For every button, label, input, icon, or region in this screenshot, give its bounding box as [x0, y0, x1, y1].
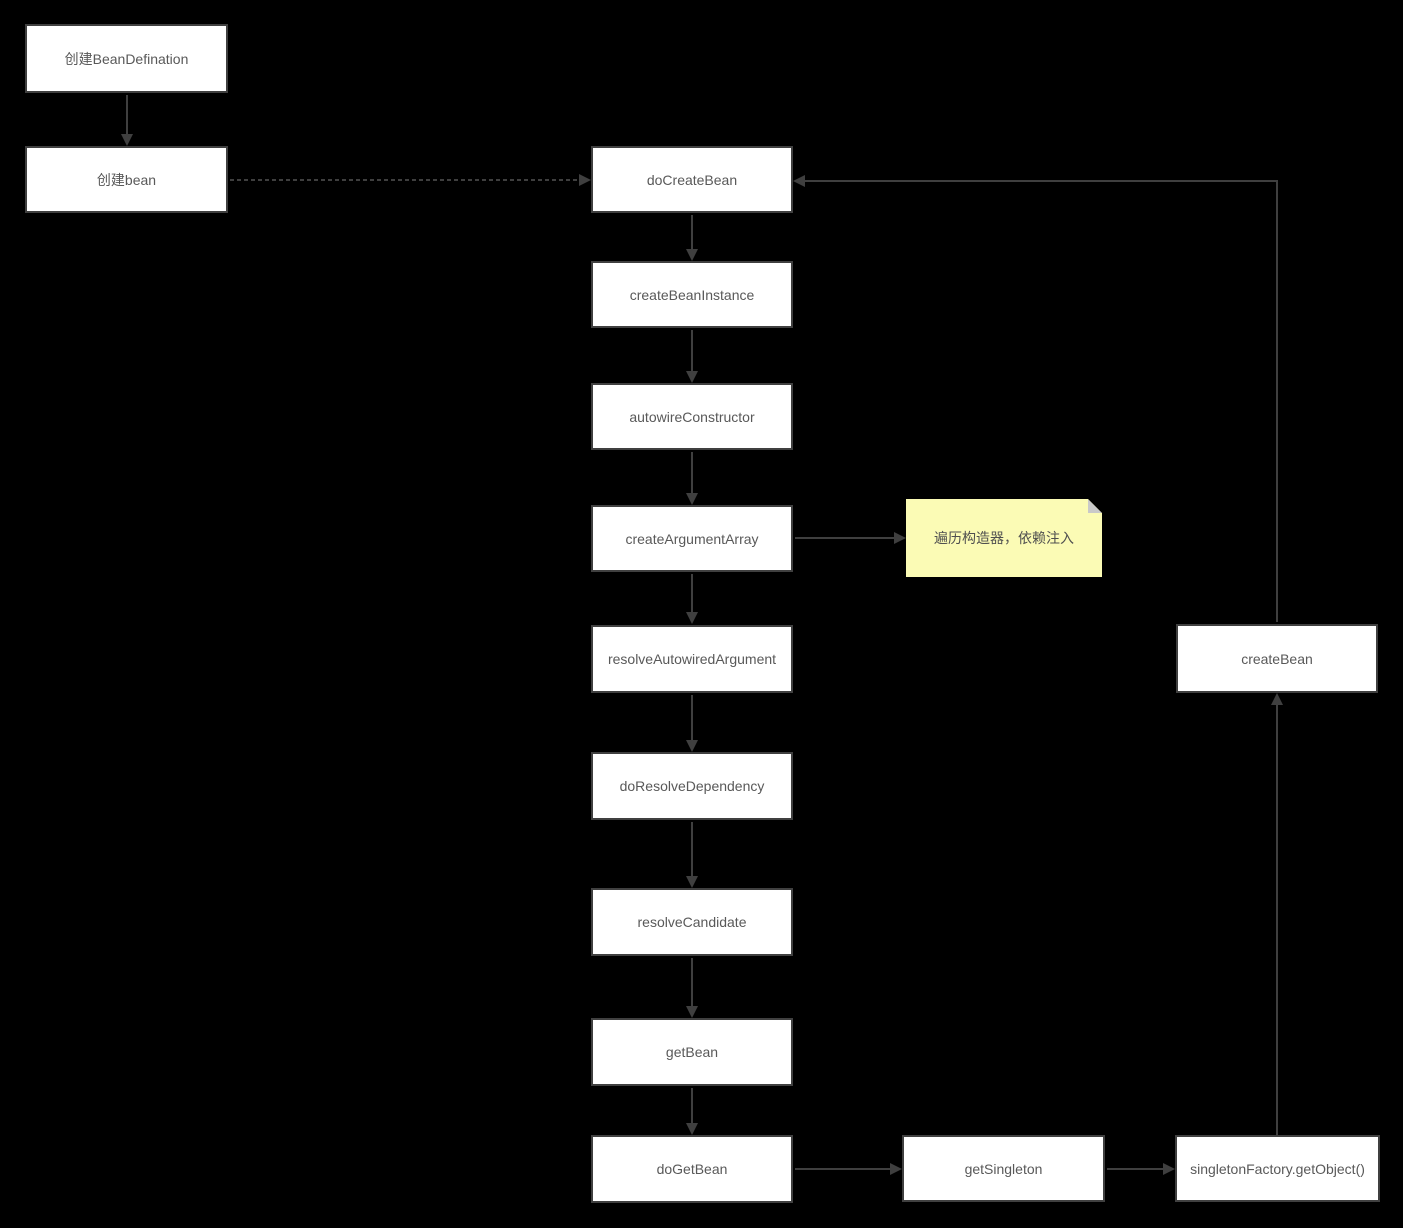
- node-create-bean-defination[interactable]: 创建BeanDefination: [25, 24, 228, 93]
- edge-createBean-doCreateBean: [793, 175, 1278, 622]
- node-get-bean[interactable]: getBean: [591, 1018, 793, 1086]
- node-singleton-factory-get-object[interactable]: singletonFactory.getObject(): [1175, 1135, 1380, 1202]
- node-create-bean-instance[interactable]: createBeanInstance: [591, 261, 793, 328]
- node-label: resolveCandidate: [637, 914, 747, 930]
- note-label: 遍历构造器，依赖注入: [934, 530, 1074, 546]
- node-get-singleton[interactable]: getSingleton: [902, 1135, 1105, 1202]
- node-create-bean-cn[interactable]: 创建bean: [25, 146, 228, 213]
- node-label: 创建BeanDefination: [64, 50, 189, 67]
- node-label: createBeanInstance: [629, 286, 755, 303]
- node-label: singletonFactory.getObject(): [1190, 1160, 1365, 1177]
- node-label: doResolveDependency: [619, 778, 765, 794]
- node-label: resolveAutowiredArgument: [607, 651, 777, 667]
- node-label: autowireConstructor: [629, 408, 755, 425]
- node-resolve-candidate[interactable]: resolveCandidate: [591, 888, 793, 956]
- node-label: 创建bean: [96, 171, 157, 188]
- node-label: doGetBean: [656, 1161, 728, 1177]
- node-do-resolve-dependency[interactable]: doResolveDependency: [591, 752, 793, 820]
- node-autowire-constructor[interactable]: autowireConstructor: [591, 383, 793, 450]
- node-do-create-bean[interactable]: doCreateBean: [591, 146, 793, 213]
- node-create-bean[interactable]: createBean: [1176, 624, 1378, 693]
- node-label: getSingleton: [964, 1160, 1043, 1177]
- sticky-note[interactable]: 遍历构造器，依赖注入: [906, 499, 1102, 577]
- node-create-argument-array[interactable]: createArgumentArray: [591, 505, 793, 572]
- node-do-get-bean[interactable]: doGetBean: [591, 1135, 793, 1203]
- node-label: doCreateBean: [646, 171, 738, 188]
- node-resolve-autowired-argument[interactable]: resolveAutowiredArgument: [591, 625, 793, 693]
- node-label: createArgumentArray: [625, 530, 759, 547]
- node-label: createBean: [1241, 650, 1313, 667]
- node-label: getBean: [665, 1044, 719, 1060]
